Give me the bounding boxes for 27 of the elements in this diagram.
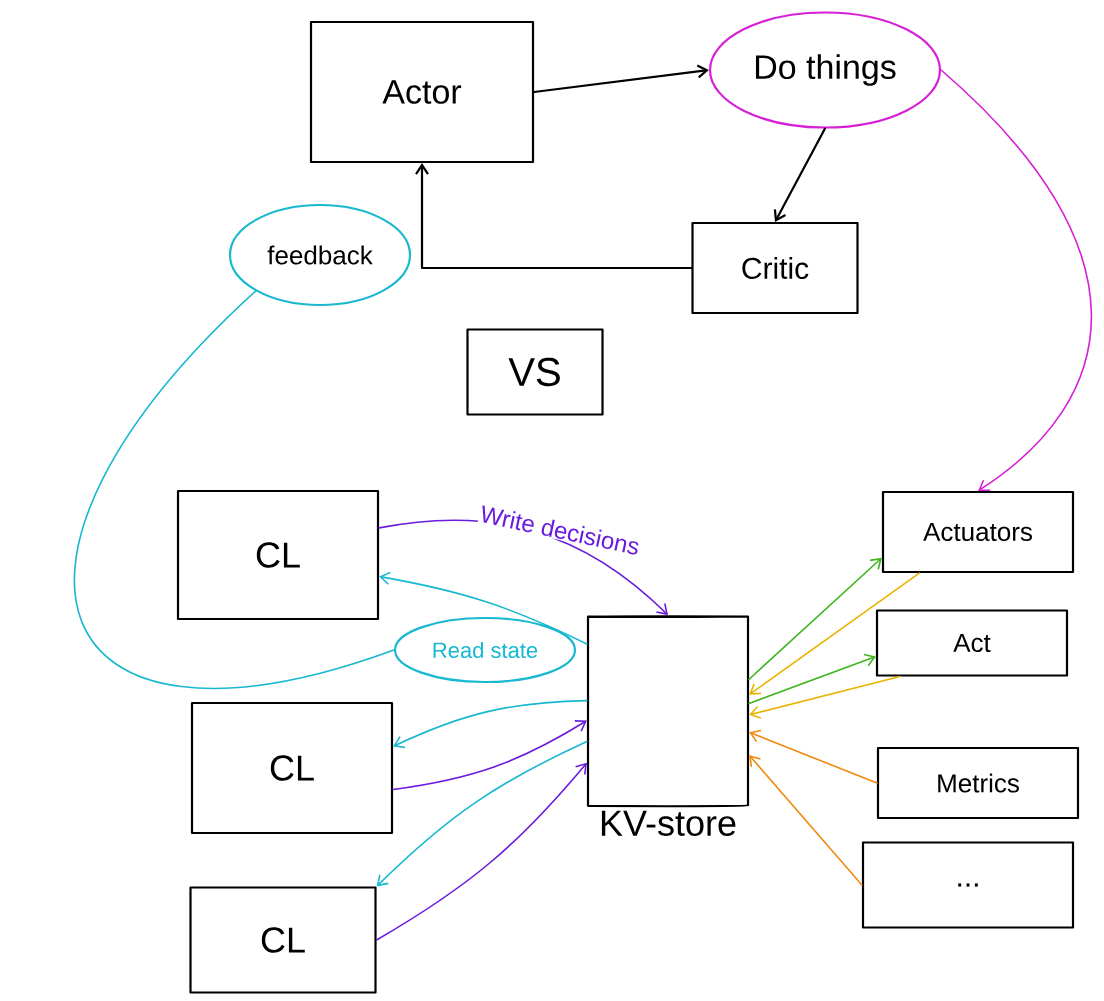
label-box: VS <box>466 328 604 416</box>
process-box: Actor <box>309 20 535 164</box>
arrow <box>748 557 882 681</box>
edge-label: Write decisions <box>477 503 643 557</box>
arrow <box>748 653 876 705</box>
process-box: CL <box>176 489 380 621</box>
arrow <box>415 163 693 270</box>
store-cylinder: KV-store <box>586 615 750 836</box>
arrow <box>379 571 588 645</box>
arrow <box>749 729 878 784</box>
arrow <box>375 762 587 941</box>
process-box: CL <box>190 701 394 835</box>
component-box: Actuators <box>881 490 1075 574</box>
component-box: Metrics <box>876 746 1080 820</box>
arrow <box>749 572 921 695</box>
arrow <box>392 720 587 791</box>
arrow <box>940 69 1093 492</box>
component-box: ... <box>861 841 1075 929</box>
component-box: Act <box>875 609 1069 677</box>
arrow <box>749 675 901 719</box>
process-box: CL <box>189 886 377 994</box>
arrow <box>773 127 827 222</box>
arrow <box>749 755 863 886</box>
process-box: Critic <box>691 221 859 315</box>
arrow <box>376 740 588 887</box>
arrow <box>533 64 709 94</box>
arrow <box>393 699 588 749</box>
